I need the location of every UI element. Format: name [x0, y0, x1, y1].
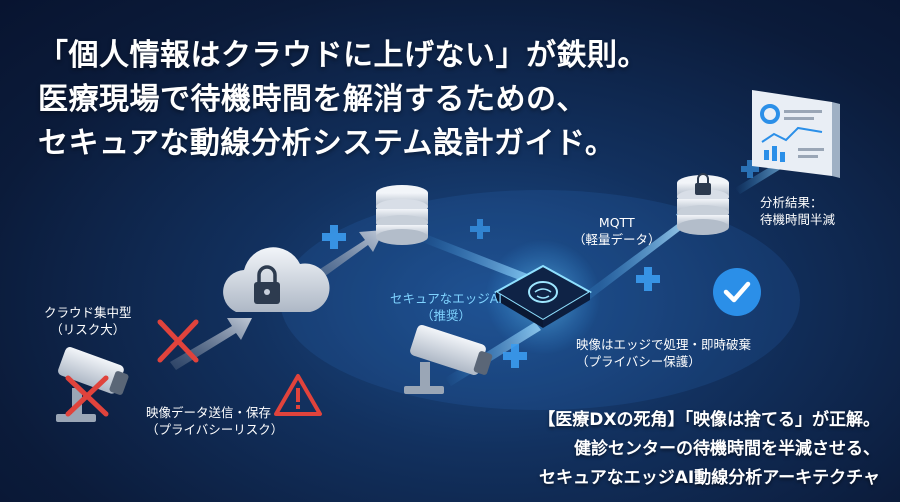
edge-processing-label: 映像はエッジで処理・即時破棄 （プライバシー保護） — [576, 337, 752, 369]
edge-ai-chip-icon — [485, 239, 601, 355]
camera-cloud-icon — [56, 347, 129, 422]
headline-line-1: 「個人情報はクラウドに上げない」が鉄則。 — [38, 38, 648, 73]
warning-icon — [274, 374, 322, 416]
headline-line-2: 医療現場で待機時間を解消するための、 — [38, 82, 587, 117]
bottom-caption: 【医療DXの死角】「映像は捨てる」が正解。 健診センターの待機時間を半減させる、… — [538, 410, 880, 488]
headline: 「個人情報はクラウドに上げない」が鉄則。 医療現場で待機時間を解消するための、 … — [38, 34, 648, 166]
edge-ai-label: セキュアなエッジAI （推奨） — [390, 291, 502, 323]
cloud-lock-icon — [223, 247, 330, 312]
camera-edge-icon — [404, 324, 493, 394]
database-icon — [376, 185, 428, 245]
check-icon — [713, 268, 761, 316]
plus-icons — [322, 160, 759, 368]
cloud-centralized-label: クラウド集中型 （リスク大） — [44, 305, 132, 337]
analysis-result-label: 分析結果： 待機時間半減 — [760, 195, 836, 227]
cross-icon-upload — [157, 319, 199, 363]
headline-line-3: セキュアな動線分析システム設計ガイド。 — [38, 126, 616, 161]
secure-database-icon — [677, 173, 729, 235]
mqtt-label: MQTT （軽量データ） — [573, 215, 661, 247]
video-send-risk-label: 映像データ送信・保存 （プライバシーリスク） — [146, 405, 284, 437]
dashboard-icon — [752, 90, 840, 178]
cross-icon-camera — [65, 375, 109, 417]
